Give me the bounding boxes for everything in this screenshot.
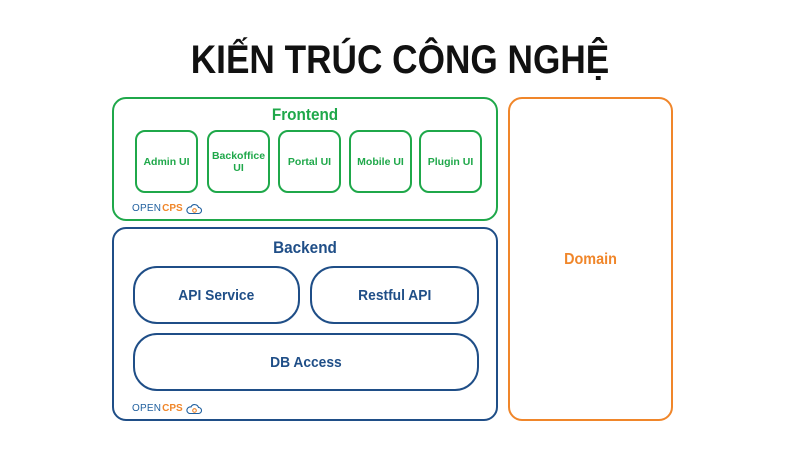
portal-ui-box: Portal UI xyxy=(278,130,341,193)
domain-label: Domain xyxy=(564,251,617,268)
db-access-label: DB Access xyxy=(270,353,342,371)
api-service-label: API Service xyxy=(178,286,255,304)
cloud-gear-icon xyxy=(186,404,202,415)
api-service-box: API Service xyxy=(133,266,300,324)
backend-label: Backend xyxy=(273,238,337,257)
restful-api-box: Restful API xyxy=(310,266,479,324)
logo-cps-text: CPS xyxy=(162,403,183,414)
frontend-box: Frontend Admin UI Backoffice UI Portal U… xyxy=(112,97,498,221)
admin-ui-box: Admin UI xyxy=(135,130,198,193)
mobile-ui-box: Mobile UI xyxy=(349,130,412,193)
restful-api-label: Restful API xyxy=(357,286,432,304)
logo-cps-text: CPS xyxy=(162,203,183,214)
logo-open-text: OPEN xyxy=(132,203,162,214)
backoffice-ui-box: Backoffice UI xyxy=(207,130,270,193)
backend-box: Backend API Service Restful API DB Acces… xyxy=(112,227,498,421)
cloud-gear-icon xyxy=(186,204,202,215)
domain-box: Domain xyxy=(508,97,673,421)
logo-open-text: OPEN xyxy=(132,403,162,414)
frontend-label: Frontend xyxy=(271,105,339,124)
plugin-ui-box: Plugin UI xyxy=(419,130,482,193)
page-title: KIẾN TRÚC CÔNG NGHỆ xyxy=(190,38,610,82)
db-access-box: DB Access xyxy=(133,333,479,391)
